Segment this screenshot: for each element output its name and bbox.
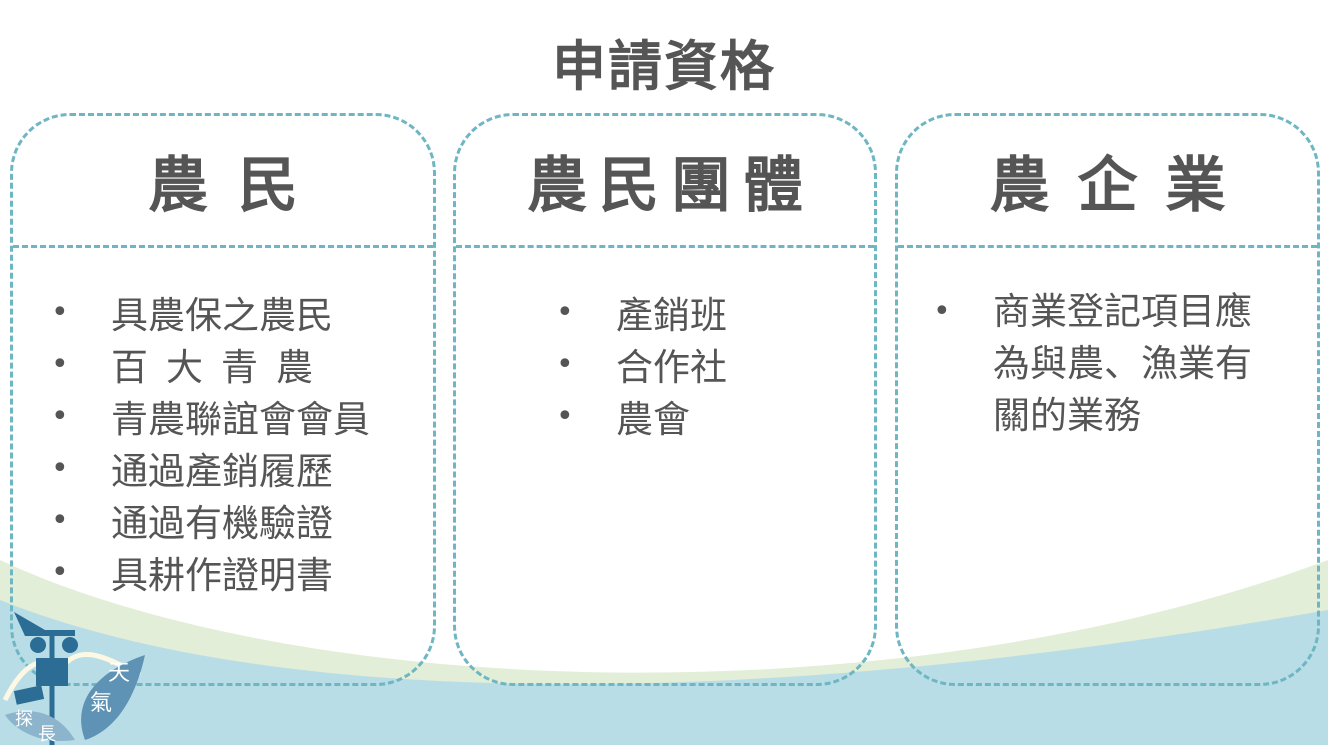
eligibility-list: •產銷班 •合作社 •農會 xyxy=(456,248,874,442)
card-farmer-groups: 農民團體 •產銷班 •合作社 •農會 xyxy=(453,113,877,686)
list-item: •百大青農 xyxy=(51,346,331,389)
card-heading: 農民團體 xyxy=(456,116,874,248)
list-item: •通過產銷履歷 xyxy=(51,450,333,493)
list-item: •具農保之農民 xyxy=(51,294,333,337)
page-title: 申請資格 xyxy=(552,35,776,98)
svg-text:探: 探 xyxy=(15,709,33,730)
list-item: •農會 xyxy=(556,398,690,441)
list-item: •通過有機驗證 xyxy=(51,502,333,545)
weather-inspector-logo: 天 氣 探 長 xyxy=(2,612,145,745)
card-agri-enterprise: 農企業 •商業登記項目應為與農、漁業有關的業務 xyxy=(895,113,1320,686)
svg-text:長: 長 xyxy=(38,724,56,745)
list-item: •商業登記項目應為與農、漁業有關的業務 xyxy=(933,290,1252,437)
card-heading: 農民 xyxy=(13,116,433,248)
list-item: •青農聯誼會會員 xyxy=(51,398,370,441)
eligibility-list: •商業登記項目應為與農、漁業有關的業務 xyxy=(898,248,1317,442)
eligibility-list: •具農保之農民 •百大青農 •青農聯誼會會員 •通過產銷履歷 •通過有機驗證 •… xyxy=(13,248,433,598)
card-heading: 農企業 xyxy=(898,116,1317,248)
list-item: •產銷班 xyxy=(556,294,727,337)
list-item: •合作社 xyxy=(556,346,727,389)
card-farmers: 農民 •具農保之農民 •百大青農 •青農聯誼會會員 •通過產銷履歷 •通過有機驗… xyxy=(10,113,436,686)
list-item: •具耕作證明書 xyxy=(51,554,333,597)
svg-text:天: 天 xyxy=(108,661,130,686)
svg-text:氣: 氣 xyxy=(90,691,112,716)
